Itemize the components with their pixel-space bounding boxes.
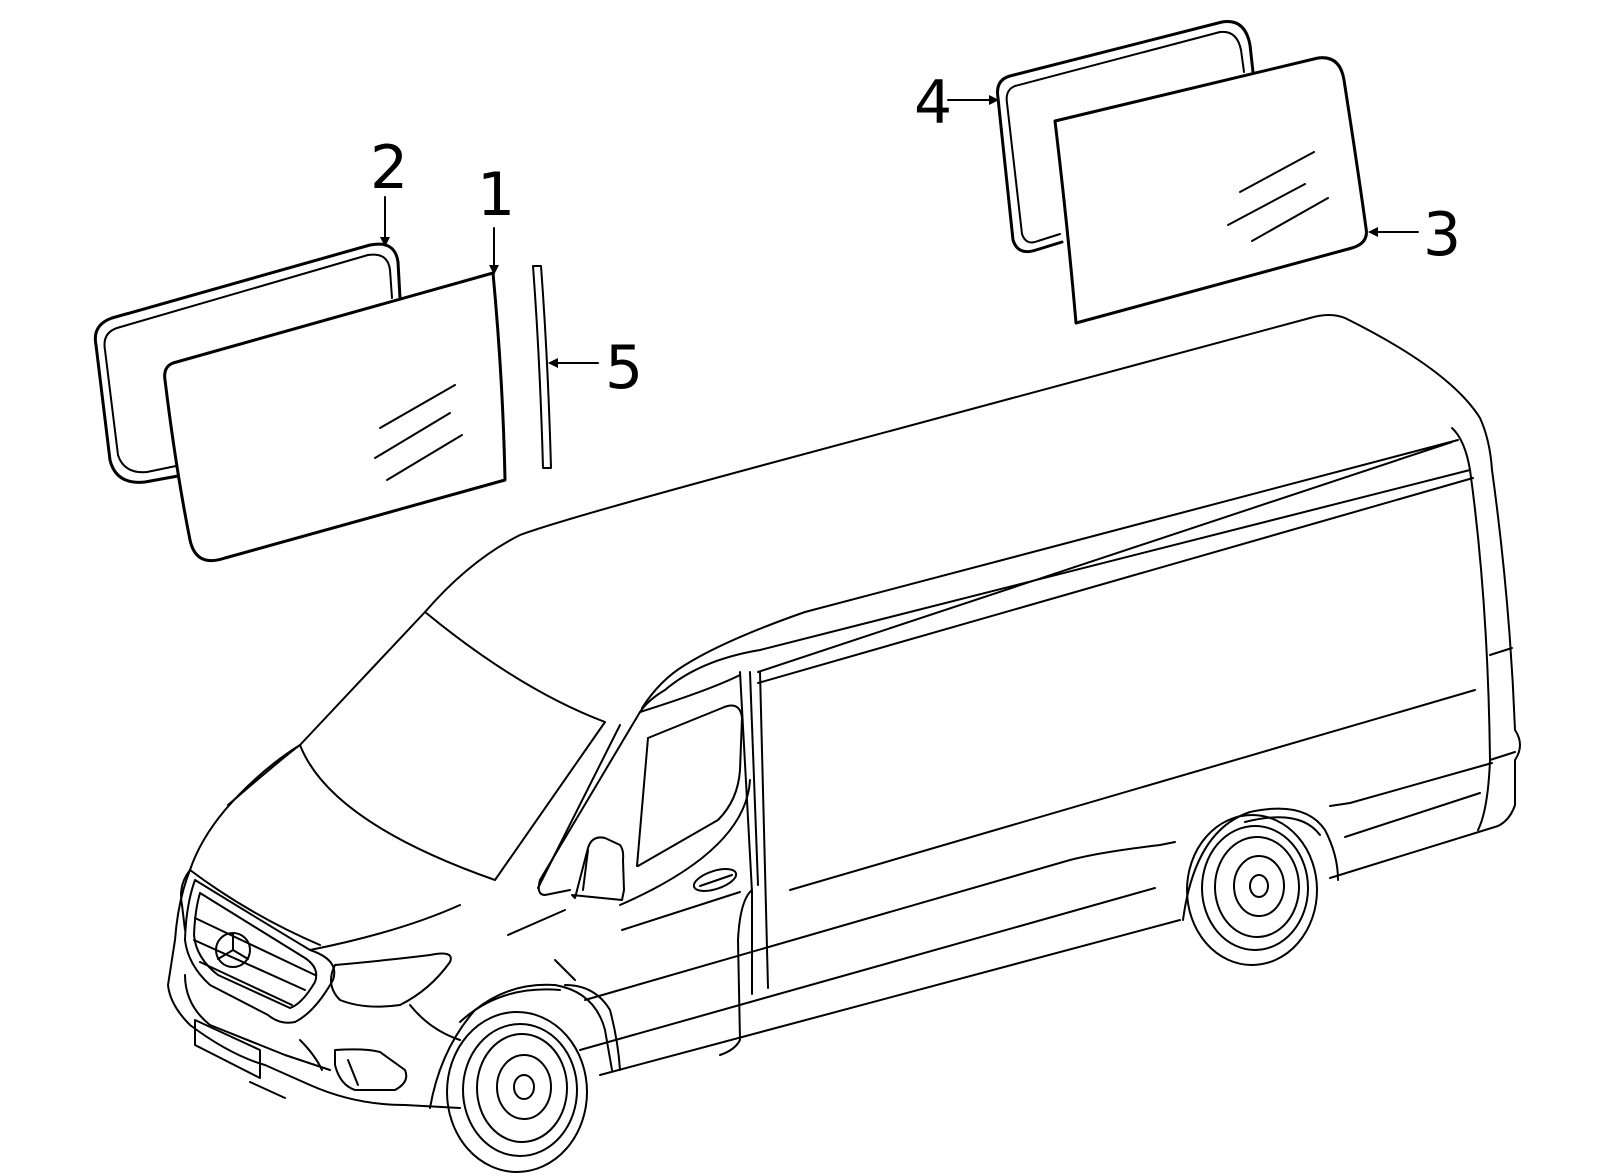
door-handle: [692, 868, 738, 892]
rear-wheel-arch: [1182, 807, 1339, 921]
van-roof: [424, 314, 1493, 613]
grille: [184, 879, 336, 1024]
front-wheel: [446, 1011, 588, 1173]
van-windshield: [299, 611, 606, 881]
side-mirror: [571, 836, 625, 901]
callout-4: 4: [914, 68, 952, 138]
callout-1: 1: [477, 160, 515, 230]
van-illustration: [167, 314, 1521, 1173]
van-front-door: [639, 674, 741, 713]
callout-5: 5: [605, 333, 643, 403]
callout-2: 2: [370, 133, 408, 203]
callout-3: 3: [1423, 200, 1461, 270]
part-1-window-glass: [163, 271, 507, 563]
front-wheel-arch: [429, 983, 613, 1109]
part-5-division-bar: [532, 265, 552, 469]
van-hood: [189, 744, 301, 871]
van-rear-edge: [1329, 469, 1521, 879]
part-3-window-glass: [1053, 56, 1368, 325]
part-2-window-seal: [93, 242, 402, 484]
brand-emblem: [215, 932, 251, 968]
headlamp: [330, 952, 452, 1008]
part-4-window-seal: [996, 19, 1255, 254]
rear-wheel: [1186, 814, 1318, 966]
leader-arrows: [380, 95, 1419, 368]
fog-lamp: [334, 1048, 408, 1091]
callouts: 1 2 3 4 5: [370, 68, 1461, 403]
